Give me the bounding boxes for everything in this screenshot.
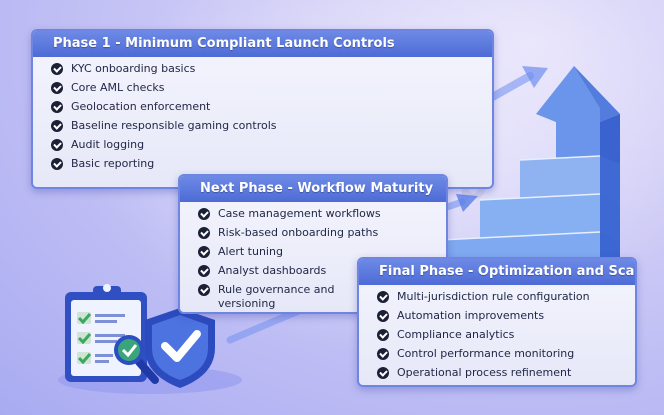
phase-1-list: KYC onboarding basics Core AML checks Ge… (33, 57, 492, 176)
list-item: Risk-based onboarding paths (198, 226, 446, 245)
compliance-illustration (58, 284, 242, 394)
check-circle-icon (377, 291, 389, 303)
check-circle-icon (51, 120, 63, 132)
list-item: Analyst dashboards (198, 264, 446, 283)
list-item: KYC onboarding basics (51, 62, 492, 81)
item-label: KYC onboarding basics (71, 62, 196, 75)
check-circle-icon (377, 348, 389, 360)
item-label: Automation improvements (397, 309, 545, 322)
item-label: Operational process refinement (397, 366, 572, 379)
item-label: Audit logging (71, 138, 145, 151)
item-label: Case management workflows (218, 207, 381, 220)
phase-2-title: Next Phase - Workflow Maturity (180, 176, 446, 202)
item-label: Rule governance and versioning (218, 283, 335, 310)
list-item: Geolocation enforcement (51, 100, 492, 119)
item-label: Geolocation enforcement (71, 100, 211, 113)
phase-3-list: Multi-jurisdiction rule configuration Au… (359, 285, 635, 385)
item-label: Core AML checks (71, 81, 165, 94)
list-item: Audit logging (51, 138, 492, 157)
phase-1-title: Phase 1 - Minimum Compliant Launch Contr… (33, 31, 492, 57)
check-circle-icon (51, 139, 63, 151)
list-item: Control performance monitoring (377, 347, 635, 366)
item-label: Analyst dashboards (218, 264, 327, 277)
item-label: Multi-jurisdiction rule configuration (397, 290, 590, 303)
item-label: Alert tuning (218, 245, 283, 258)
stair-up-arrow-icon (440, 66, 620, 260)
magnifying-glass-icon (114, 335, 159, 384)
item-label: Baseline responsible gaming controls (71, 119, 277, 132)
clipboard-checklist-icon (65, 284, 147, 382)
check-circle-icon (377, 367, 389, 379)
check-circle-icon (198, 265, 210, 277)
check-circle-icon (51, 63, 63, 75)
phase-2-panel: Next Phase - Workflow Maturity Case mana… (178, 174, 448, 314)
list-item: Core AML checks (51, 81, 492, 100)
list-item: Alert tuning (198, 245, 446, 264)
check-circle-icon (198, 227, 210, 239)
item-label: Basic reporting (71, 157, 155, 170)
list-item: Basic reporting (51, 157, 492, 176)
check-circle-icon (198, 246, 210, 258)
check-circle-icon (377, 310, 389, 322)
check-circle-icon (51, 82, 63, 94)
list-item: Case management workflows (198, 207, 446, 226)
shield-check-icon (145, 308, 215, 388)
list-item: Operational process refinement (377, 366, 635, 385)
item-label: Risk-based onboarding paths (218, 226, 379, 239)
list-item: Baseline responsible gaming controls (51, 119, 492, 138)
check-circle-icon (377, 329, 389, 341)
check-circle-icon (198, 284, 210, 296)
list-item: Multi-jurisdiction rule configuration (377, 290, 635, 309)
phase-1-panel: Phase 1 - Minimum Compliant Launch Contr… (31, 29, 494, 189)
item-label: Compliance analytics (397, 328, 515, 341)
check-circle-icon (198, 208, 210, 220)
phase-3-title: Final Phase - Optimization and Scale (359, 259, 635, 285)
item-label: Control performance monitoring (397, 347, 575, 360)
check-circle-icon (51, 158, 63, 170)
list-item: Rule governance and versioning (198, 283, 446, 312)
list-item: Automation improvements (377, 309, 635, 328)
phase-3-panel: Final Phase - Optimization and Scale Mul… (357, 257, 637, 387)
check-circle-icon (51, 101, 63, 113)
list-item: Compliance analytics (377, 328, 635, 347)
phase-2-list: Case management workflows Risk-based onb… (180, 202, 446, 312)
